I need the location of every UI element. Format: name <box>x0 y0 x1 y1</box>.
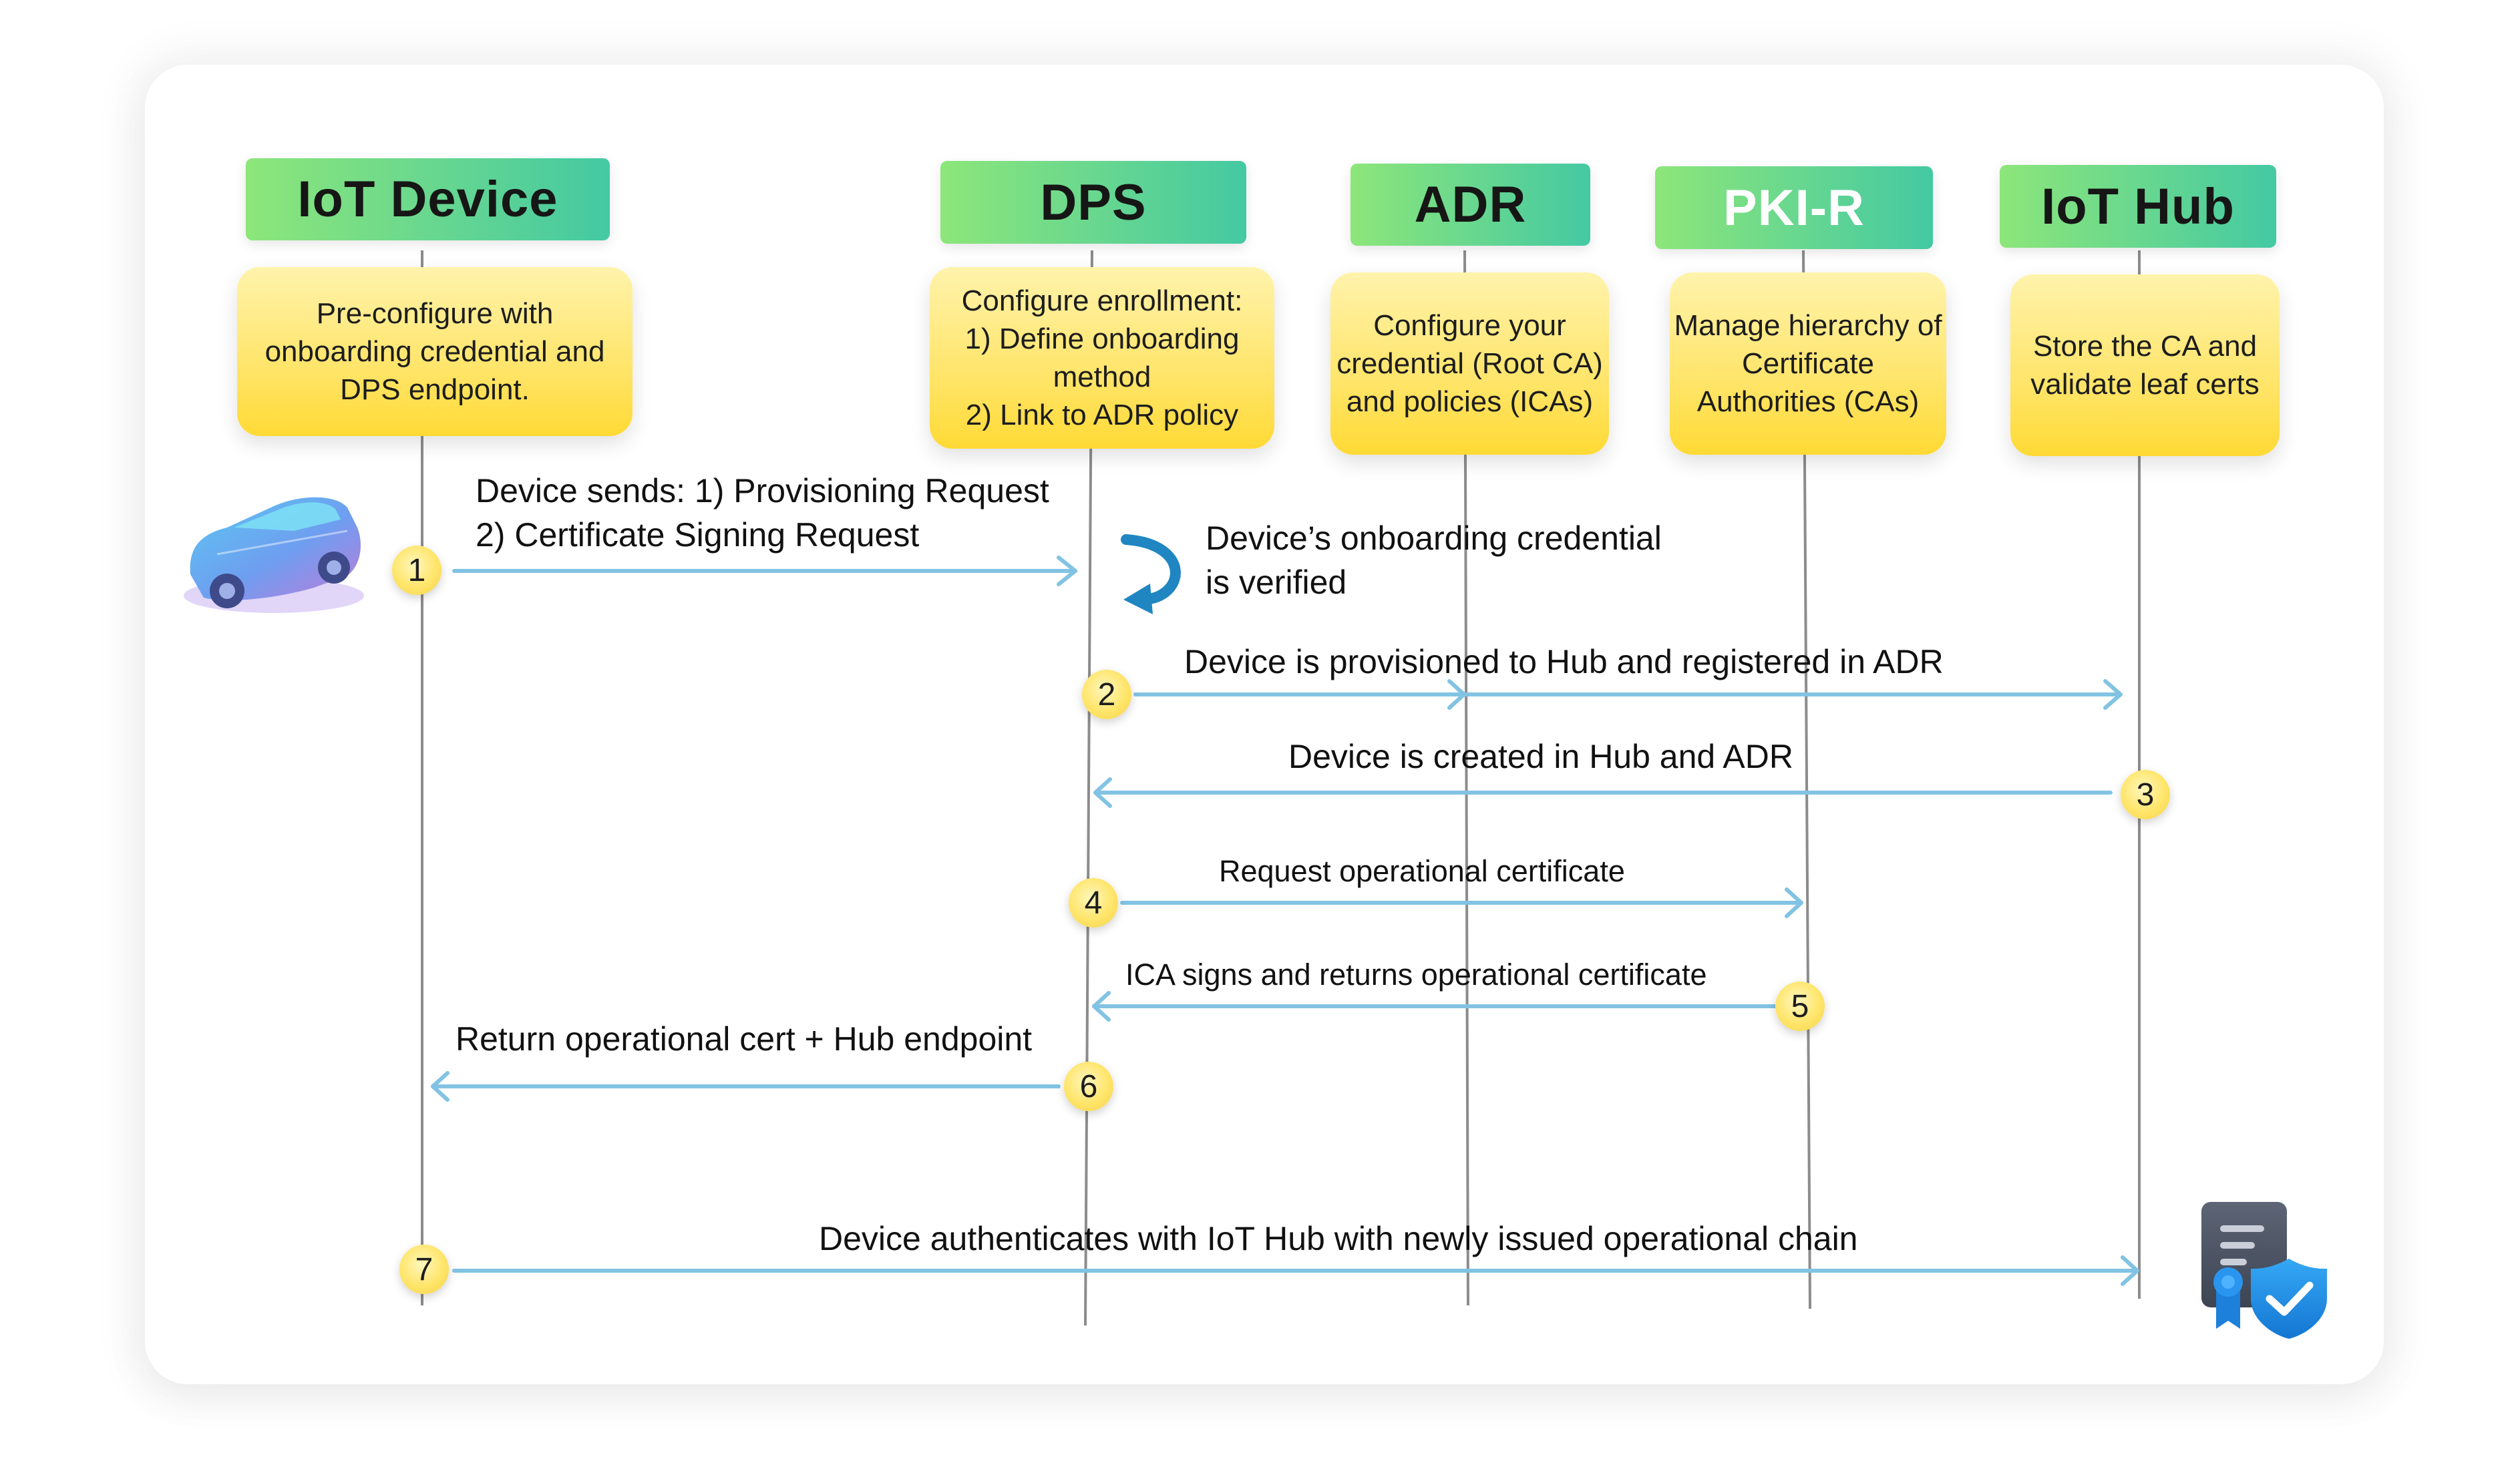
arrow-step-4 <box>1120 887 1803 918</box>
note-adr: Configure your credential (Root CA) and … <box>1330 272 1609 455</box>
arrow-step-2 <box>1133 679 2123 710</box>
arrow-step-1 <box>452 556 1077 586</box>
car-icon <box>184 497 364 613</box>
step-2-label: Device is provisioned to Hub and registe… <box>1184 643 1944 680</box>
arrow-step-3 <box>1093 777 2113 808</box>
participant-pkir: PKI-R <box>1655 166 1933 249</box>
step-4-badge: 4 <box>1069 878 1118 927</box>
step-7-badge: 7 <box>399 1245 449 1294</box>
step-5-label: ICA signs and returns operational certif… <box>1125 958 1707 992</box>
participant-adr: ADR <box>1351 164 1590 246</box>
arrow-step-6 <box>431 1071 1061 1102</box>
arrow-step-7 <box>452 1255 2139 1286</box>
note-pkir: Manage hierarchy of Certificate Authorit… <box>1670 272 1946 455</box>
participant-iot-hub: IoT Hub <box>2000 165 2276 248</box>
step-2-badge: 2 <box>1082 670 1131 719</box>
rotate-arrow-icon <box>1121 534 1181 614</box>
step-4-label: Request operational certificate <box>1219 854 1625 888</box>
participant-iot-device: IoT Device <box>246 158 610 240</box>
step-3-label: Device is created in Hub and ADR <box>1288 738 1793 775</box>
step-3-badge: 3 <box>2121 770 2170 819</box>
step-5-badge: 5 <box>1775 982 1825 1031</box>
note-dps: Configure enrollment: 1) Define onboardi… <box>930 267 1274 449</box>
note-iot-hub: Store the CA and validate leaf certs <box>2010 274 2280 456</box>
step-1-badge: 1 <box>392 546 441 595</box>
step-7-label: Device authenticates with IoT Hub with n… <box>819 1220 1858 1257</box>
arrows <box>431 556 2139 1286</box>
arrow-step-5 <box>1092 991 1779 1022</box>
step-1-label: Device sends: 1) Provisioning Request 2)… <box>476 472 1049 554</box>
verification-label: Device’s onboarding credential is verifi… <box>1206 519 1662 601</box>
note-iot-device: Pre-configure with onboarding credential… <box>237 267 633 436</box>
step-6-label: Return operational cert + Hub endpoint <box>456 1020 1033 1058</box>
participant-dps: DPS <box>940 161 1246 244</box>
certificate-shield-icon <box>2201 1202 2327 1339</box>
step-6-badge: 6 <box>1064 1062 1113 1111</box>
